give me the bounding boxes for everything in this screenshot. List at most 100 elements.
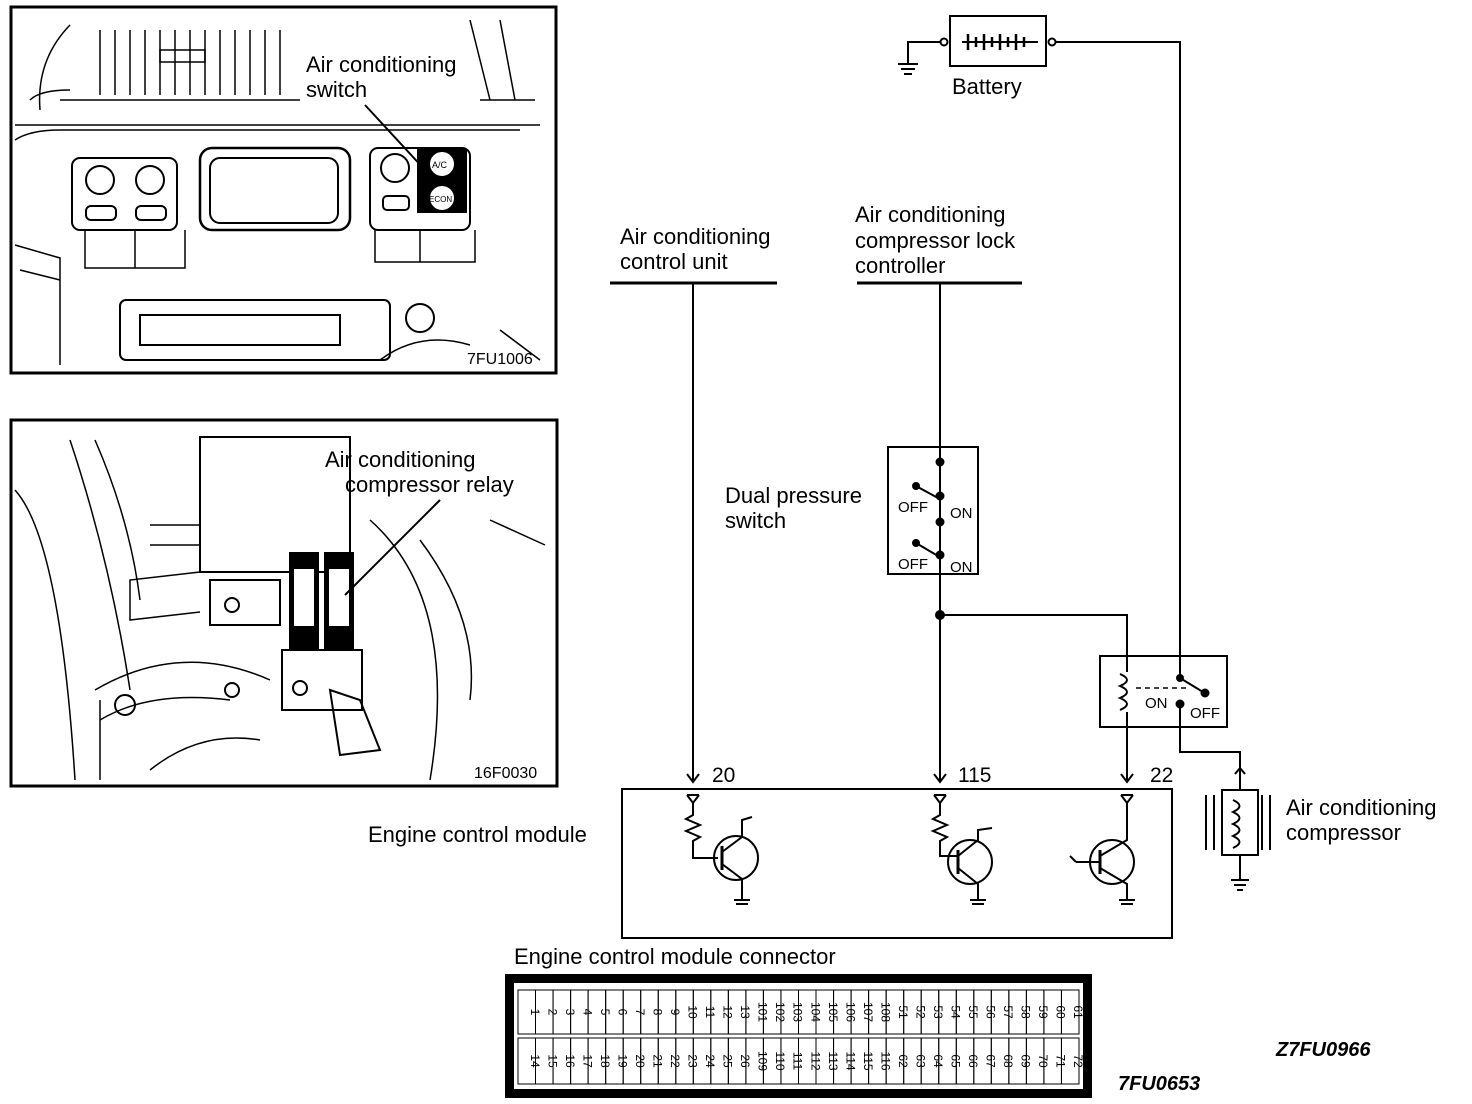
compressor-label-line1: Air conditioning	[1286, 795, 1436, 820]
connector-pin-label: 70	[1036, 1054, 1050, 1068]
connector-code: 7FU0653	[1118, 1073, 1200, 1095]
dps-label-line2: switch	[725, 508, 786, 533]
connector-pin-label: 19	[615, 1054, 629, 1068]
ac-control-unit: Air conditioning control unit	[610, 224, 777, 780]
connector-pin-label: 109	[756, 1051, 770, 1071]
dps-on-1: ON	[950, 505, 973, 522]
dual-pressure-switch: OFF ON OFF ON Dual pressure switch	[725, 446, 979, 576]
engine-control-module: 20 115 22 Engine control module	[368, 764, 1173, 939]
connector-pin-label: 16	[563, 1054, 577, 1068]
connector-pin-label: 51	[896, 1005, 910, 1019]
ac-button-label: A/C	[432, 160, 448, 170]
connector-pin-label: 69	[1019, 1054, 1033, 1068]
connector-pin-label: 55	[966, 1005, 980, 1019]
connector-pin-label: 22	[668, 1054, 682, 1068]
battery: Battery	[898, 15, 1181, 676]
connector-pin-label: 63	[914, 1054, 928, 1068]
dps-off-1: OFF	[898, 499, 928, 516]
connector-pin-label: 18	[598, 1054, 612, 1068]
connector-pin-label: 108	[878, 1002, 892, 1022]
relay-label-line2: compressor relay	[345, 472, 514, 497]
connector-pin-label: 54	[949, 1005, 963, 1019]
connector-pin-label: 53	[931, 1005, 945, 1019]
relay-label-line1: Air conditioning	[325, 447, 475, 472]
connector-pin-label: 25	[721, 1054, 735, 1068]
connector-pin-label: 2	[545, 1009, 559, 1016]
ecm-pin-20: 20	[712, 764, 735, 787]
ecm-label: Engine control module	[368, 822, 587, 847]
connector-pin-label: 12	[721, 1005, 735, 1019]
connector-pin-label: 114	[843, 1051, 857, 1070]
connector-pin-label: 104	[808, 1002, 822, 1022]
connector-pin-label: 107	[861, 1002, 875, 1022]
compressor-relay: ON OFF	[1099, 655, 1241, 780]
dps-label-line1: Dual pressure	[725, 483, 862, 508]
lock-controller-line1: Air conditioning	[855, 202, 1005, 227]
connector-pin-label: 1	[528, 1009, 542, 1016]
connector-pin-label: 6	[615, 1009, 629, 1016]
ac-compressor: Air conditioning compressor	[1205, 766, 1436, 891]
relay-photo-panel: Air conditioning compressor relay 16F003…	[9, 418, 559, 788]
connector-pin-label: 17	[580, 1054, 594, 1068]
ac-control-unit-line1: Air conditioning	[620, 224, 770, 249]
connector-pin-label: 8	[651, 1009, 665, 1016]
connector-pin-label: 102	[773, 1002, 787, 1022]
connector-pin-label: 106	[843, 1002, 857, 1022]
connector-pin-label: 113	[826, 1051, 840, 1070]
connector-pin-label: 61	[1071, 1005, 1085, 1019]
connector-pin-cell	[1061, 1037, 1080, 1085]
connector-pin-label: 7	[633, 1009, 647, 1016]
connector-pin-label: 11	[703, 1006, 717, 1019]
connector-pin-label: 111	[791, 1052, 805, 1071]
dps-on-2: ON	[950, 559, 973, 576]
connector-pin-label: 65	[949, 1054, 963, 1068]
connector-pin-label: 21	[651, 1054, 665, 1068]
connector-pin-label: 52	[914, 1005, 928, 1019]
connector-pin-label: 68	[1001, 1054, 1015, 1068]
connector-pin-label: 23	[686, 1054, 700, 1068]
connector-pin-label: 71	[1054, 1054, 1068, 1068]
compressor-lock-controller: Air conditioning compressor lock control…	[855, 202, 1022, 780]
battery-label: Battery	[952, 74, 1022, 99]
connector-pin-cell	[1061, 989, 1080, 1035]
connector-pin-label: 3	[563, 1009, 577, 1016]
connector-pin-label: 112	[808, 1051, 822, 1070]
ac-control-unit-line2: control unit	[620, 249, 728, 274]
lock-controller-line3: controller	[855, 253, 945, 278]
connector-pin-label: 72	[1071, 1054, 1085, 1068]
figure-code: Z7FU0966	[1275, 1039, 1371, 1061]
connector-pin-label: 26	[738, 1054, 752, 1068]
connector-pin-label: 110	[773, 1051, 787, 1070]
switch-photo-panel: A/C ECON Air conditioning switch 7FU1006	[9, 5, 558, 375]
relay-off-label: OFF	[1190, 705, 1220, 722]
connector-pin-label: 58	[1019, 1005, 1033, 1019]
connector-pin-label: 103	[791, 1002, 805, 1022]
connector-pin-label: 56	[984, 1005, 998, 1019]
connector-pin-label: 67	[984, 1054, 998, 1068]
connector-pin-label: 10	[686, 1005, 700, 1019]
connector-pin-label: 20	[633, 1054, 647, 1068]
connector-pin-label: 9	[668, 1009, 682, 1016]
econ-button-label: ECON	[429, 195, 452, 204]
connector-pin-label: 14	[528, 1054, 542, 1068]
connector-pin-label: 57	[1001, 1005, 1015, 1019]
connector-pin-label: 66	[966, 1054, 980, 1068]
connector-pin-label: 64	[931, 1054, 945, 1068]
ecm-pin-22: 22	[1150, 764, 1173, 787]
connector-title: Engine control module connector	[514, 944, 836, 969]
connector-pin-label: 24	[703, 1054, 717, 1068]
compressor-label-line2: compressor	[1286, 820, 1401, 845]
connector-pin-label: 5	[598, 1009, 612, 1016]
connector-pin-label: 4	[580, 1009, 594, 1016]
connector-pin-label: 60	[1054, 1005, 1068, 1019]
connector-pin-label: 59	[1036, 1005, 1050, 1019]
switch-photo-code: 7FU1006	[467, 351, 533, 368]
connector-pin-label: 115	[861, 1051, 875, 1070]
connector-pin-label: 62	[896, 1054, 910, 1068]
lock-controller-line2: compressor lock	[855, 228, 1016, 253]
